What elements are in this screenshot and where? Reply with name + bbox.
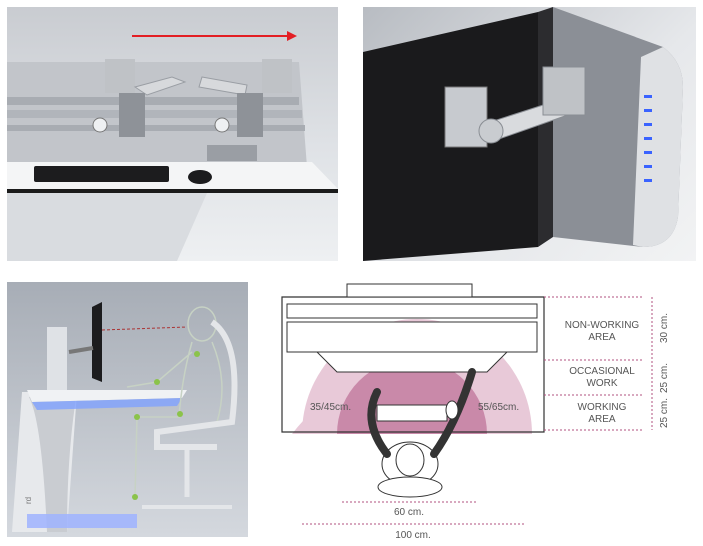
photo-console-front [7,7,338,261]
dim-25-top: 25 cm. [659,363,670,393]
zone-non-working-line1: NON-WORKING [565,320,640,331]
dim-30: 30 cm. [659,313,670,343]
brand-logo: rd [24,497,33,504]
joint-markers [132,351,200,500]
zone-working-line2: AREA [588,414,616,425]
red-arrow-head [287,31,297,41]
zone-non-working-line2: AREA [588,332,616,343]
dim-60: 60 cm. [394,507,424,518]
photo-ergonomic-side: rd [7,282,248,537]
keyboard-topview [376,404,448,422]
reach-left: 35/45cm. [310,402,351,413]
led-strip [644,95,652,182]
zone-occasional-line1: OCCASIONAL [569,366,635,377]
dim-100: 100 cm. [395,530,431,541]
photo-monitor-arm [363,7,696,261]
zone-working-line1: WORKING [578,402,627,413]
mouse [188,170,212,184]
monitor [92,302,102,382]
zone-occasional-line2: WORK [586,378,617,389]
reach-right: 55/65cm. [478,402,519,413]
dim-25-bottom: 25 cm. [659,398,670,428]
diagram-work-zones: NON-WORKING AREA OCCASIONAL WORK WORKING… [262,282,703,546]
keyboard [34,166,169,182]
